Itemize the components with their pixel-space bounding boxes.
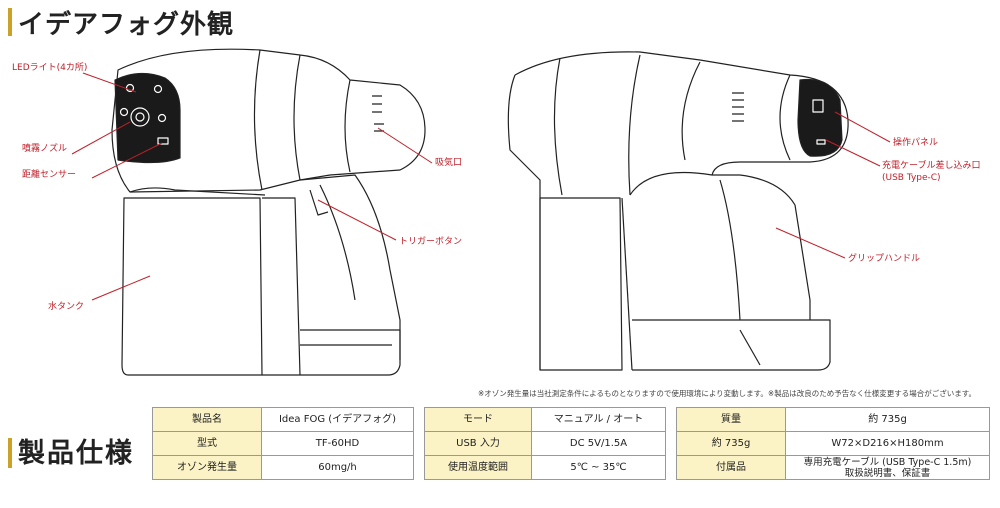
- left-body-outline: [111, 48, 426, 193]
- charge-port-sublabel: (USB Type-C): [882, 173, 941, 183]
- tank-leader: [91, 275, 151, 301]
- right-water-tank: [539, 197, 623, 371]
- spec-value: Idea FOG (イデアフォグ): [261, 407, 414, 432]
- title-accent-bar: [8, 8, 12, 36]
- table-row: 付属品 専用充電ケーブル (USB Type-C 1.5m) 取扱説明書、保証書: [676, 455, 990, 480]
- left-water-tank: [121, 197, 263, 376]
- nozzle-ring: [130, 107, 150, 127]
- charge-port-label: 充電ケーブル差し込み口: [882, 161, 981, 171]
- spec-value: W72×D216×H180mm: [785, 431, 990, 456]
- water-tank-label: 水タンク: [48, 302, 85, 312]
- trigger-leader: [317, 199, 397, 241]
- grip-handle-label: グリップハンドル: [848, 254, 921, 264]
- distance-sensor-label: 距離センサー: [22, 170, 77, 180]
- right-grip-outline: [629, 172, 811, 320]
- table-row: オゾン発生量 60mg/h: [152, 455, 414, 480]
- spec-value: TF-60HD: [261, 431, 414, 456]
- control-panel-label: 操作パネル: [893, 138, 939, 148]
- disclaimer-note: ※オゾン発生量は当社測定条件によるものとなりますので使用環境により変動します。※…: [478, 389, 976, 398]
- table-row: 製品名 Idea FOG (イデアフォグ): [152, 407, 414, 432]
- table-row: 約 735g W72×D216×H180mm: [676, 431, 990, 456]
- spec-table-1: 製品名 Idea FOG (イデアフォグ) 型式 TF-60HD オゾン発生量 …: [152, 407, 414, 480]
- spec-accent-bar: [8, 438, 12, 468]
- table-row: 型式 TF-60HD: [152, 431, 414, 456]
- spec-value: 約 735g: [785, 407, 990, 432]
- grip-leader: [775, 227, 846, 259]
- product-illustration: [71, 48, 891, 376]
- led-light-label: LEDライト(4カ所): [12, 63, 88, 73]
- spec-key: 型式: [152, 431, 262, 456]
- left-face-plate: [114, 72, 181, 164]
- spec-section-title: 製品仕様: [18, 438, 134, 469]
- panel-leader: [834, 111, 891, 143]
- table-row: 質量 約 735g: [676, 407, 990, 432]
- trigger-button-label: トリガーボタン: [399, 237, 463, 247]
- spec-key: 使用温度範囲: [424, 455, 532, 480]
- spec-value: DC 5V/1.5A: [531, 431, 666, 456]
- right-body-outline: [514, 51, 849, 176]
- led-leader: [82, 72, 137, 93]
- spec-key: 質量: [676, 407, 786, 432]
- left-intake-vents: [372, 95, 382, 113]
- right-rear-panel: [797, 78, 843, 157]
- spec-value: 専用充電ケーブル (USB Type-C 1.5m) 取扱説明書、保証書: [785, 455, 990, 480]
- spec-value: 60mg/h: [261, 455, 414, 480]
- right-intake-vents: [732, 92, 744, 122]
- spec-key: USB 入力: [424, 431, 532, 456]
- table-row: USB 入力 DC 5V/1.5A: [424, 431, 666, 456]
- spec-table-3: 質量 約 735g 約 735g W72×D216×H180mm 付属品 専用充…: [676, 407, 990, 480]
- spec-key: オゾン発生量: [152, 455, 262, 480]
- table-row: モード マニュアル / オート: [424, 407, 666, 432]
- nozzle-label: 噴霧ノズル: [22, 144, 68, 154]
- intake-label: 吸気口: [435, 158, 463, 168]
- spec-key: 約 735g: [676, 431, 786, 456]
- spec-key: 製品名: [152, 407, 262, 432]
- spec-table-2: モード マニュアル / オート USB 入力 DC 5V/1.5A 使用温度範囲…: [424, 407, 666, 480]
- spec-value: 5℃ ~ 35℃: [531, 455, 666, 480]
- page-title: イデアフォグ外観: [18, 10, 235, 40]
- nozzle-leader: [71, 121, 131, 155]
- sensor-leader: [91, 142, 163, 179]
- accessory-line-2: 取扱説明書、保証書: [844, 467, 931, 479]
- intake-leader: [377, 127, 433, 164]
- spec-key: モード: [424, 407, 532, 432]
- left-grip-outline: [299, 174, 401, 360]
- spec-key: 付属品: [676, 455, 786, 480]
- accessory-line-1: 専用充電ケーブル (USB Type-C 1.5m): [803, 456, 972, 468]
- charge-leader: [825, 139, 881, 167]
- spec-value: マニュアル / オート: [531, 407, 666, 432]
- table-row: 使用温度範囲 5℃ ~ 35℃: [424, 455, 666, 480]
